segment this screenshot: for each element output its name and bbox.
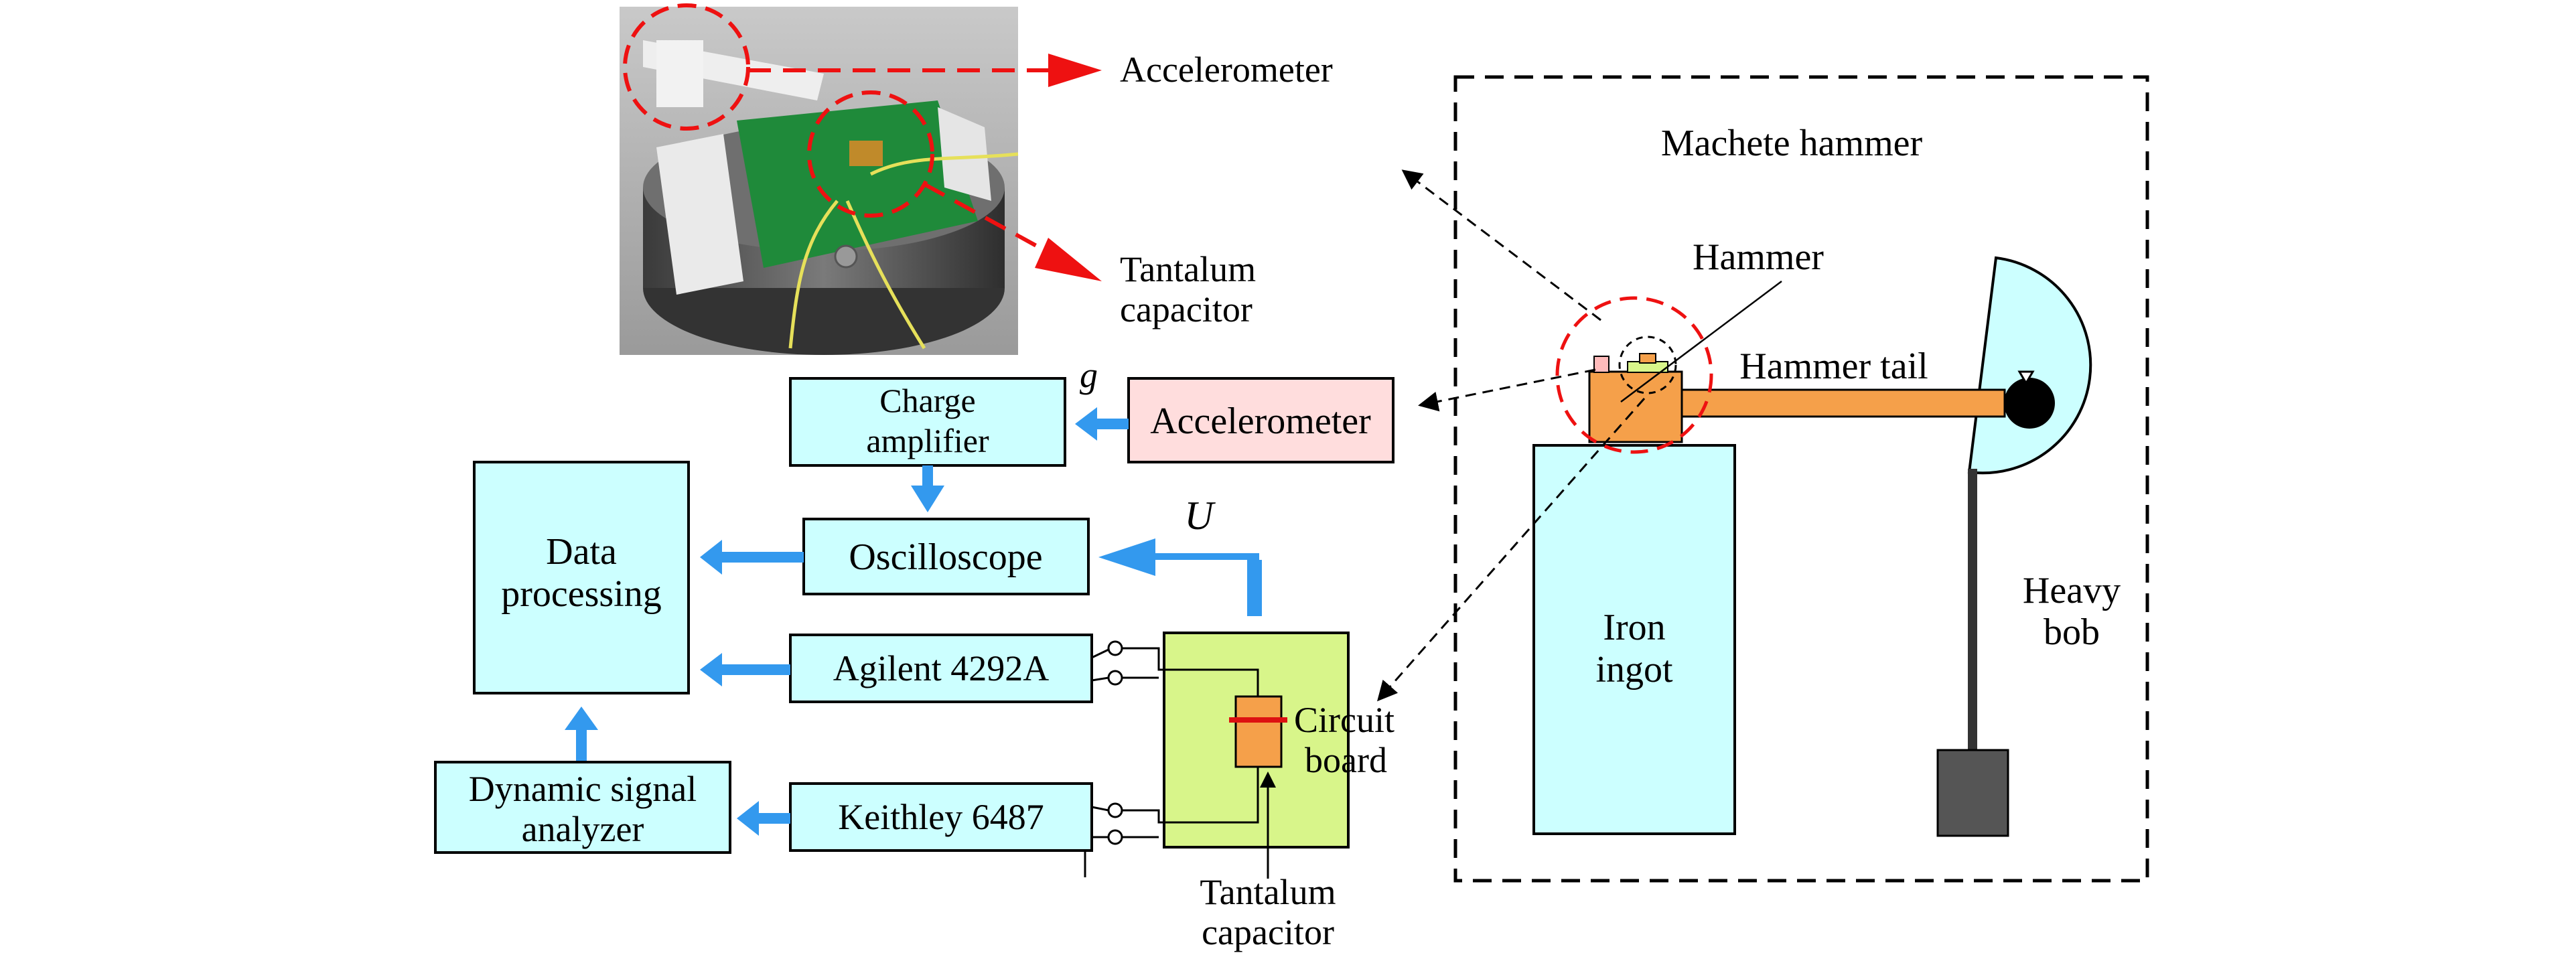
data-processing-box	[473, 461, 690, 694]
tantalum-callout-line	[923, 182, 1060, 260]
agilent-terminal-lead-bottom	[1091, 676, 1109, 682]
board-wire-top	[1122, 647, 1259, 696]
photo-screw	[834, 244, 858, 269]
hammer-callout-circle	[1555, 296, 1713, 454]
u-signal-label: U	[1184, 494, 1216, 538]
pendulum-sector	[1967, 256, 2092, 475]
device-photo	[620, 3, 1102, 355]
pointer-to-circuit-board	[1377, 398, 1646, 702]
iron-ingot-label-line1: Iron	[1603, 607, 1665, 648]
oscilloscope-label: Oscilloscope	[849, 536, 1042, 578]
agilent-terminal-bottom	[1107, 670, 1123, 686]
heavy-bob-label-line1: Heavy	[2023, 570, 2121, 611]
pendulum-pivot	[2004, 378, 2055, 429]
photo-tantalum-chip	[849, 141, 883, 166]
heavy-bob-label-line2: bob	[2044, 611, 2100, 653]
agilent-to-dp-arrow-shaft	[720, 664, 790, 675]
hammer-tail-label: Hammer tail	[1739, 346, 1928, 387]
hammer-accelerometer-mount	[1593, 356, 1609, 373]
accelerometer-box-label: Accelerometer	[1150, 400, 1371, 442]
g-signal-label: g	[1080, 355, 1098, 395]
board-wire-bottom	[1122, 767, 1259, 824]
iron-ingot	[1532, 444, 1736, 835]
photo-accelerometer-body	[656, 40, 703, 107]
hammer-tail	[1678, 388, 2006, 418]
photo-tape-right	[938, 107, 991, 201]
keithley-terminal-lead-top	[1091, 806, 1109, 812]
keithley-to-dsa-arrow-shaft	[757, 813, 790, 824]
accelerometer-box	[1127, 377, 1394, 463]
agilent-terminal-lead-top	[1091, 648, 1109, 659]
machete-hammer-title: Machete hammer	[1661, 123, 1923, 164]
data-processing-label-line2: processing	[501, 573, 662, 615]
dsa-to-dp-arrow-shaft	[576, 727, 587, 763]
pivot-marker	[2017, 370, 2035, 385]
keithley-terminal-bottom	[1107, 829, 1123, 845]
dsa-label-line2: analyzer	[522, 809, 644, 849]
amp-to-scope-arrowhead	[911, 486, 944, 512]
photo-wires	[788, 152, 1019, 350]
agilent-label: Agilent 4292A	[833, 648, 1049, 688]
photo-green-pcb	[737, 100, 978, 268]
tantalum-callout-arrowhead	[1035, 238, 1102, 281]
accel-to-amp-arrow-shaft	[1095, 419, 1129, 429]
charge-amplifier-box	[789, 377, 1066, 467]
keithley-terminal-top	[1107, 802, 1123, 818]
charge-amplifier-label-line1: Charge	[879, 382, 975, 419]
keithley-box	[789, 782, 1093, 852]
hammer-label: Hammer	[1693, 236, 1824, 278]
heavy-bob	[1936, 749, 2009, 837]
tantalum-board-label-line1: Tantalum	[1200, 872, 1336, 912]
u-signal-arrow	[1098, 538, 1259, 616]
hammer-small-circle	[1618, 336, 1677, 394]
hammer-chip	[1639, 353, 1656, 364]
keithley-to-dsa-arrowhead	[737, 801, 759, 836]
keithley-label: Keithley 6487	[838, 797, 1044, 837]
agilent-terminal-top	[1107, 640, 1123, 656]
pointer-to-photo	[1401, 169, 1601, 321]
dsa-label-line1: Dynamic signal	[469, 769, 697, 809]
accelerometer-callout-arrowhead	[1048, 54, 1102, 87]
u-signal-arrow-vertical	[1247, 560, 1262, 616]
callout-label-tantalum-line1: Tantalum	[1120, 249, 1256, 289]
circuit-board-label-line2: board	[1305, 740, 1387, 780]
data-processing-label-line1: Data	[546, 531, 617, 573]
scope-to-dp-arrowhead	[700, 540, 722, 575]
tantalum-callout-circle	[807, 90, 934, 218]
photo-tape-left	[656, 134, 743, 295]
hammer-head	[1588, 370, 1683, 443]
agilent-box	[789, 634, 1093, 703]
scope-to-dp-arrow-shaft	[720, 552, 804, 563]
tantalum-board-label-line2: capacitor	[1202, 912, 1334, 952]
tantalum-capacitor	[1234, 695, 1283, 768]
circuit-board-label-line1: Circuit	[1294, 700, 1394, 740]
callout-label-tantalum-line2: capacitor	[1120, 289, 1253, 329]
dynamic-signal-analyzer-box	[434, 761, 731, 854]
pointer-to-accelerometer-box	[1418, 368, 1596, 412]
amp-to-scope-arrow-shaft	[922, 465, 933, 489]
dsa-to-dp-arrowhead	[565, 707, 598, 730]
iron-ingot-label-line2: ingot	[1595, 649, 1673, 690]
accelerometer-callout-circle	[623, 3, 750, 131]
machete-hammer-frame	[1453, 75, 2149, 883]
callout-label-accelerometer: Accelerometer	[1120, 50, 1333, 90]
accel-to-amp-arrowhead	[1075, 407, 1097, 441]
agilent-to-dp-arrowhead	[700, 653, 722, 686]
hammer-label-leader	[1620, 281, 1782, 402]
charge-amplifier-label-line2: amplifier	[866, 422, 989, 459]
